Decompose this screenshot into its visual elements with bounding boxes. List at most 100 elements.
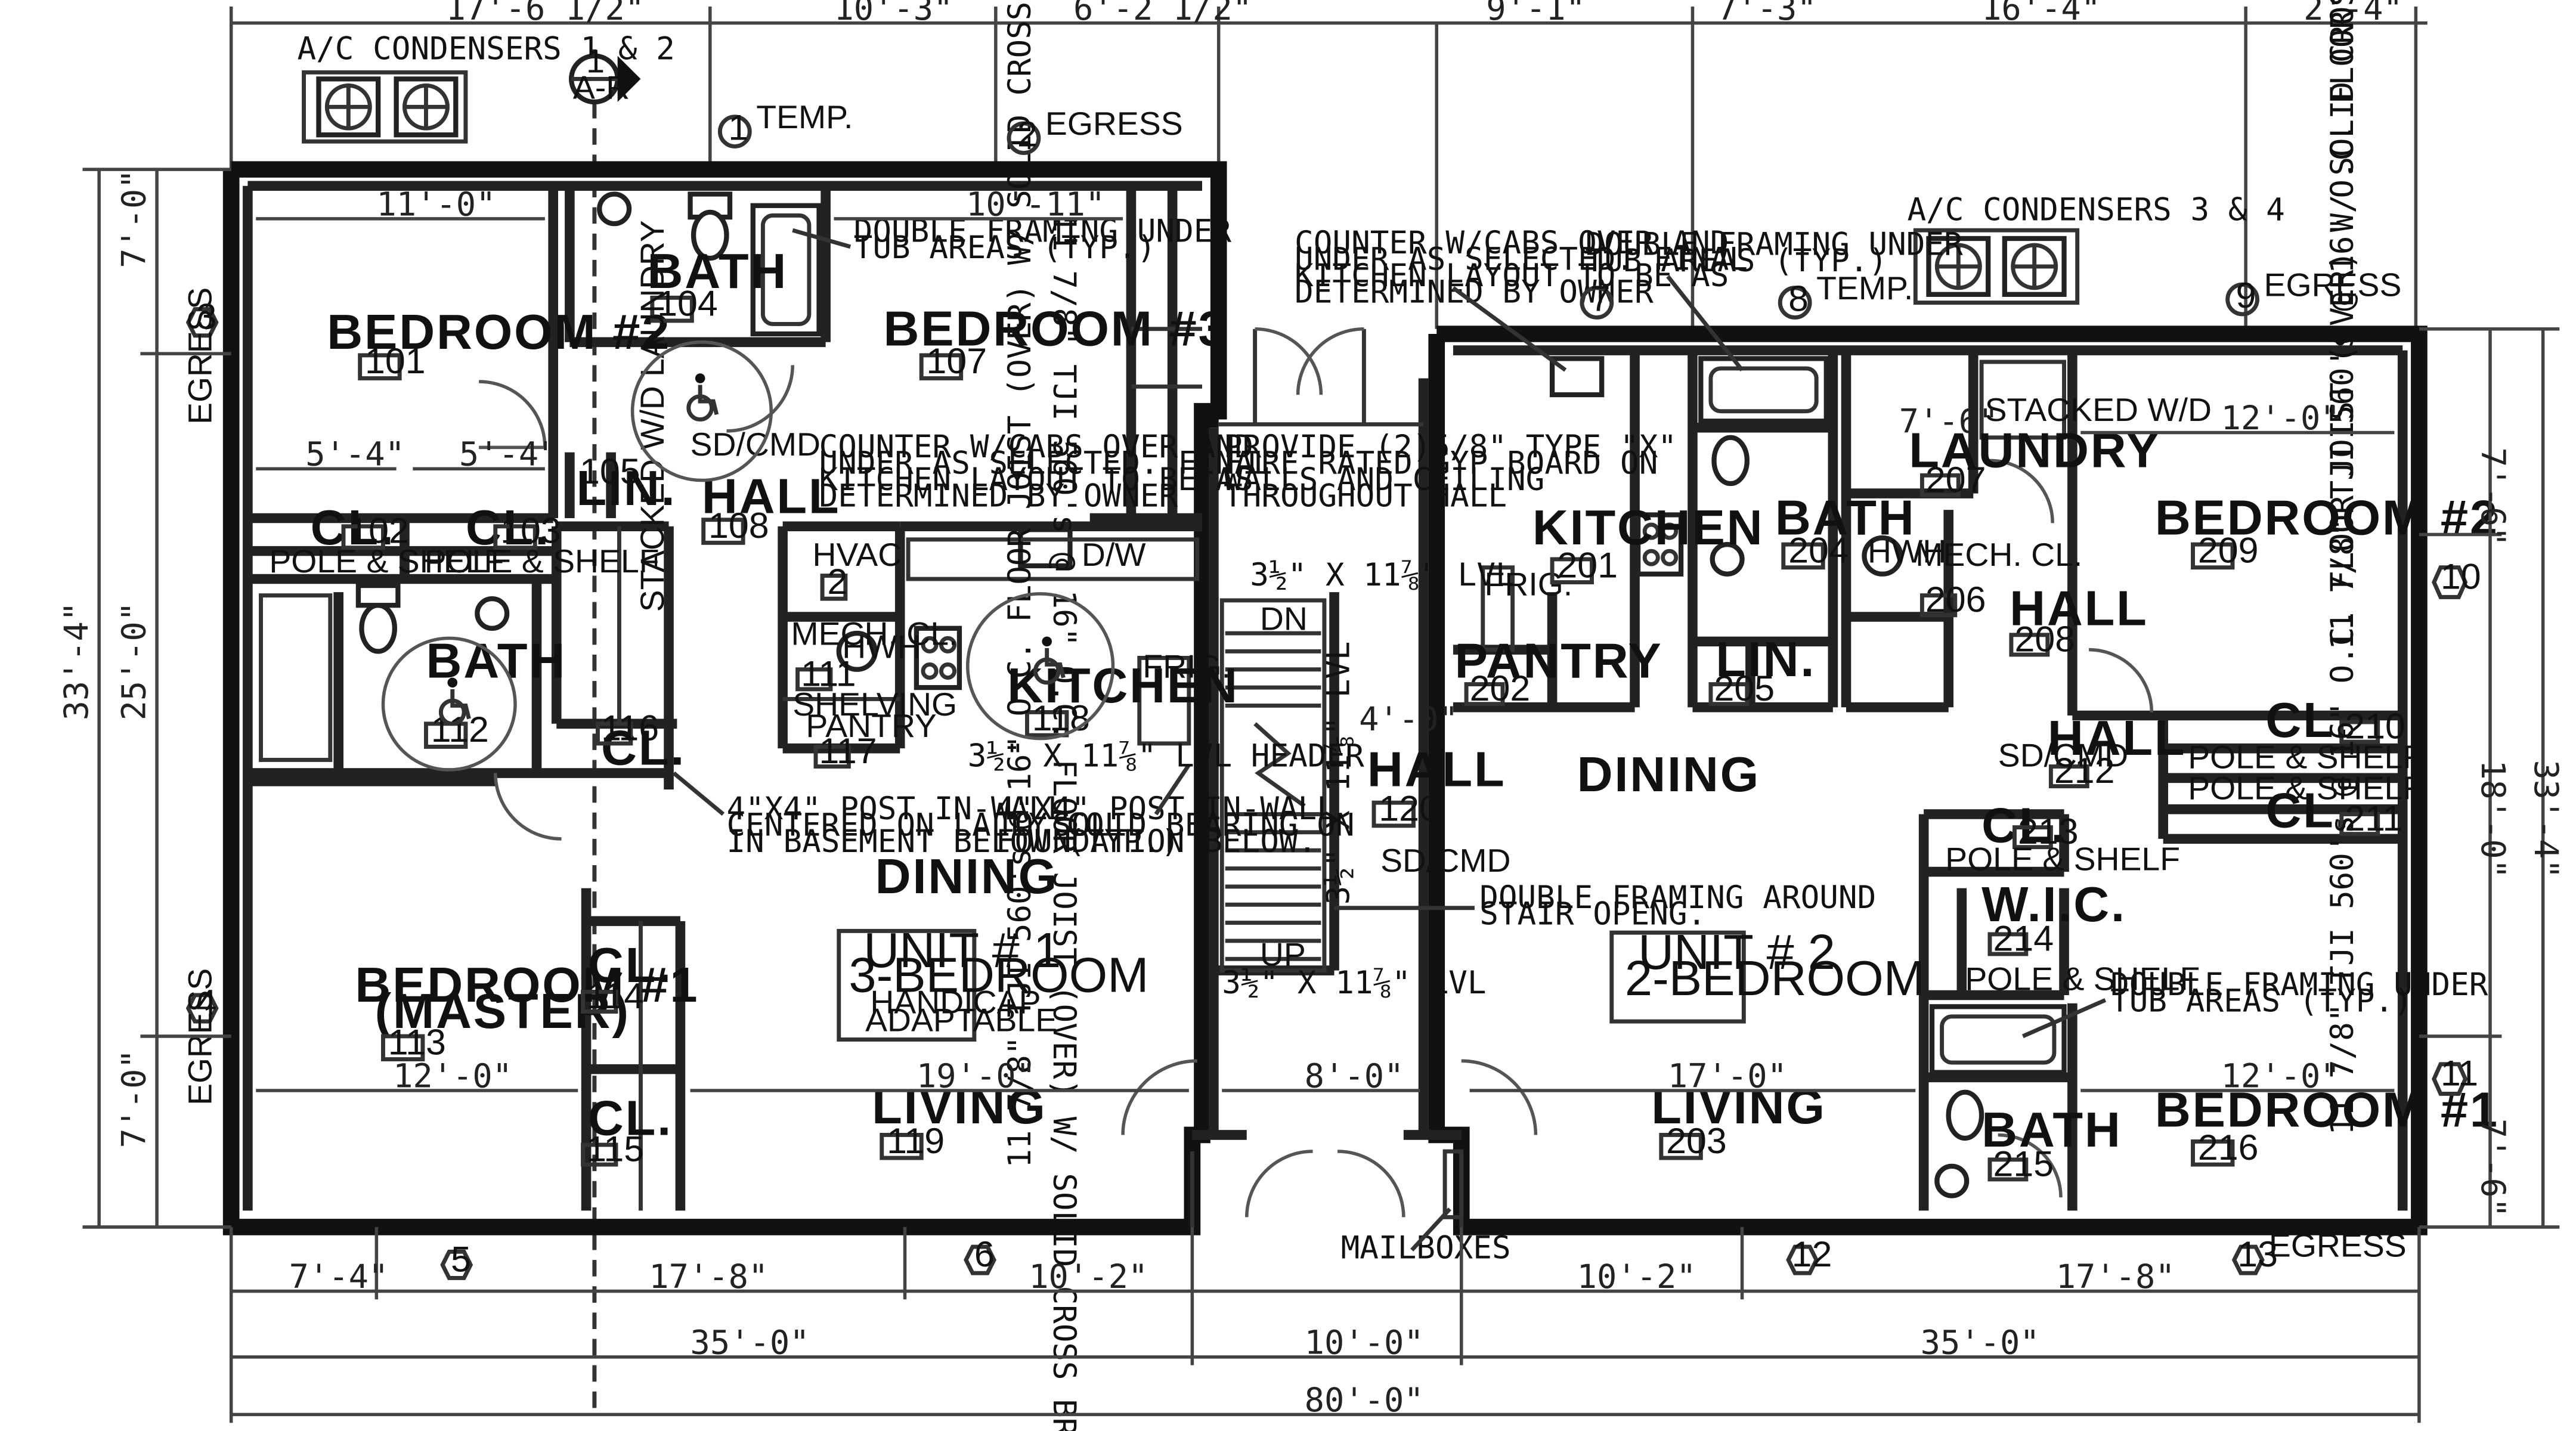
room-kitchen-201: KITCHEN 201	[1532, 500, 1764, 585]
wheelchair-icon	[438, 677, 471, 726]
joist-note-1: 11 7/8" TJI 560's @ 16" O.C. FLOOR JOIST…	[1046, 214, 1082, 1431]
room-name: BATH	[1775, 490, 1916, 546]
dim-inner-12: 7'-6"	[1899, 403, 1999, 441]
note-line: UNDER AS SELECTED. FINAL	[1295, 241, 1748, 278]
room-cl-115: CL. 115	[581, 1091, 671, 1169]
room-hall-208: HALL 208	[2009, 580, 2147, 659]
accessibility-icons	[381, 340, 1115, 772]
room-lin-205: LIN. 205	[1708, 631, 1816, 708]
pole-shelf-label: POLE & SHELF	[2188, 738, 2423, 775]
dim-left-3: 33'-4"	[58, 602, 96, 720]
room-hvac: HVAC 2	[812, 536, 902, 602]
tag-6: 6	[964, 1234, 996, 1275]
section-sheet: A-R	[573, 69, 630, 106]
unit-note2: ADAPTABLE	[865, 1002, 1057, 1039]
joist-note-4: 11 7/8" TJI 560's @ 16" O.C. FLOOR JOIST…	[2324, 0, 2361, 1135]
joist-note-3: 11 7/8" TJI 560's @ 16" O.C. FLOOR JOIST…	[2324, 0, 2361, 650]
note-stair-framing: DOUBLE FRAMING AROUND STAIR OPENG.	[1334, 879, 1876, 932]
room-num: 108	[708, 505, 769, 546]
room-cl-103: CL. 103 POLE & SHELF	[425, 500, 660, 580]
u1-dw-label: D/W	[1082, 536, 1146, 573]
room-num: 211	[2345, 798, 2402, 838]
note-line: KITCHEN LAYOUT TO BE AS	[819, 461, 1253, 498]
room-bath-112: BATH 112	[423, 633, 565, 749]
tag-9: 9 EGRESS	[2225, 267, 2401, 317]
dim-right-3: 33'-4"	[2527, 760, 2565, 878]
lvl-bottom: 3½" X 11⅞" LVL	[1222, 965, 1486, 1001]
note-line: DETERMINED BY OWNER	[819, 478, 1178, 515]
dim-inner-5: 17'-0"	[1668, 1058, 1787, 1096]
room-num: 105	[580, 451, 640, 491]
note-line: TUB AREAS (TYP.)	[2110, 983, 2413, 1020]
room-bedroom-2-u1: BEDROOM #2 101	[327, 304, 671, 381]
note-line: DOUBLE FRAMING UNDER	[1585, 227, 1963, 263]
room-num: 212	[2054, 750, 2115, 791]
tag-2: 2 EGRESS	[1007, 105, 1183, 155]
section-marker: 1 A-R	[569, 42, 641, 1415]
dim-inner-9: 4'-0"	[1359, 701, 1459, 739]
pole-shelf-label: POLE & SHELF	[1945, 840, 2180, 877]
room-cl-210: CL. 210 POLE & SHELF	[2188, 692, 2423, 775]
room-name: BATH	[648, 243, 788, 299]
dim-left-2: 25'-0"	[116, 602, 154, 720]
tag-note: TEMP.	[756, 98, 853, 135]
note-line: 4"X4" POST IN-WALL	[726, 791, 1066, 827]
room-num: 208	[2014, 619, 2075, 659]
note-line: STAIR OPENG.	[1479, 896, 1706, 932]
tag-num: 8	[1788, 278, 1809, 318]
room-num: 205	[1714, 668, 1775, 708]
stair: DN UP	[1219, 598, 1327, 972]
room-num: 114	[586, 975, 644, 1016]
note-line: UNDER AS SELECTED. FINAL	[819, 445, 1272, 482]
room-name: MECH. CL.	[1915, 536, 2082, 573]
note-line: CENTERED ON LALLY COL	[726, 807, 1123, 843]
dim-bottom-9: 80'-0"	[1305, 1382, 1424, 1420]
tag-num: 7	[1590, 278, 1611, 318]
dim-top-6: 16'-4"	[1981, 0, 2101, 28]
dim-bottom-3: 10'-2"	[1029, 1258, 1148, 1296]
tag-num: 10	[2441, 556, 2481, 597]
u1-frig-label: FRIG.	[1143, 648, 1231, 685]
dim-top-3: 6'-2 1/2"	[1073, 0, 1252, 28]
tag-num: 1	[728, 107, 748, 148]
room-name: DINING	[875, 848, 1058, 904]
unit2-title-box: UNIT # 2 2-BEDROOM	[1609, 924, 1925, 1024]
dim-top-7: 2'-4"	[2303, 0, 2403, 28]
door-swings	[479, 327, 2154, 1218]
tag-10: 10	[2432, 556, 2481, 599]
tag-num: 9	[2236, 275, 2256, 315]
dim-right-1: 7'-6"	[2473, 447, 2512, 546]
room-pantry-202: PANTRY 202	[1455, 633, 1661, 708]
room-name: HALL	[2048, 710, 2187, 766]
pole-shelf-label: POLE & SHELF	[2188, 770, 2423, 807]
stair-up: UP	[1260, 936, 1306, 972]
joist-note-2: 11 7/8" TJI 560's @ 16" O.C. FLOOR JOIST…	[1002, 0, 1038, 1168]
room-name: BEDROOM #2	[327, 304, 671, 360]
dim-right-4: 7'-6"	[2473, 1119, 2512, 1218]
tag-11: 11	[2432, 1053, 2478, 1096]
dim-top-1: 17'-6 1/2"	[446, 0, 645, 28]
sd-3: SD/CMD	[1998, 737, 2128, 774]
unit-type: 2-BEDROOM	[1625, 950, 1925, 1006]
dim-right-2: 18'-0"	[2473, 760, 2512, 878]
room-name: HALL	[1367, 742, 1506, 797]
note-line: TUB AREAS (TYP.)	[854, 230, 1156, 266]
room-cl-213: CL. 213 POLE & SHELF	[1945, 798, 2180, 878]
room-num: 216	[2198, 1127, 2259, 1167]
pole-shelf-label: POLE & SHELF	[1965, 961, 2200, 998]
note-line: COUNTER W/CABS OVER AND	[819, 429, 1253, 465]
unit1-rooms: BEDROOM #2 101 BATH 104 BEDROOM #3 107 H…	[269, 220, 1506, 1169]
note-line: IN BASEMENT BELOW (TYP.)	[726, 823, 1179, 860]
dim-inner-10: 5'-4"	[305, 436, 405, 474]
room-name: MECH. CL.	[791, 615, 958, 652]
unit-note1: HANDICAP	[870, 983, 1041, 1020]
room-cl-116: CL. 116	[596, 707, 684, 776]
room-name: KITCHEN	[1532, 500, 1764, 555]
room-num: 207	[1925, 459, 1986, 500]
fixtures: FRIG. D/W HWH FRIG. STACKED W/D HWH	[259, 191, 2212, 1198]
room-name: LIN.	[1716, 631, 1816, 687]
dim-top-5: 7'-3"	[1717, 0, 1817, 28]
room-name: PANTRY	[806, 707, 936, 744]
tag-12: 12	[1786, 1234, 1832, 1275]
room-living-203: LIVING 203	[1651, 1079, 1825, 1160]
